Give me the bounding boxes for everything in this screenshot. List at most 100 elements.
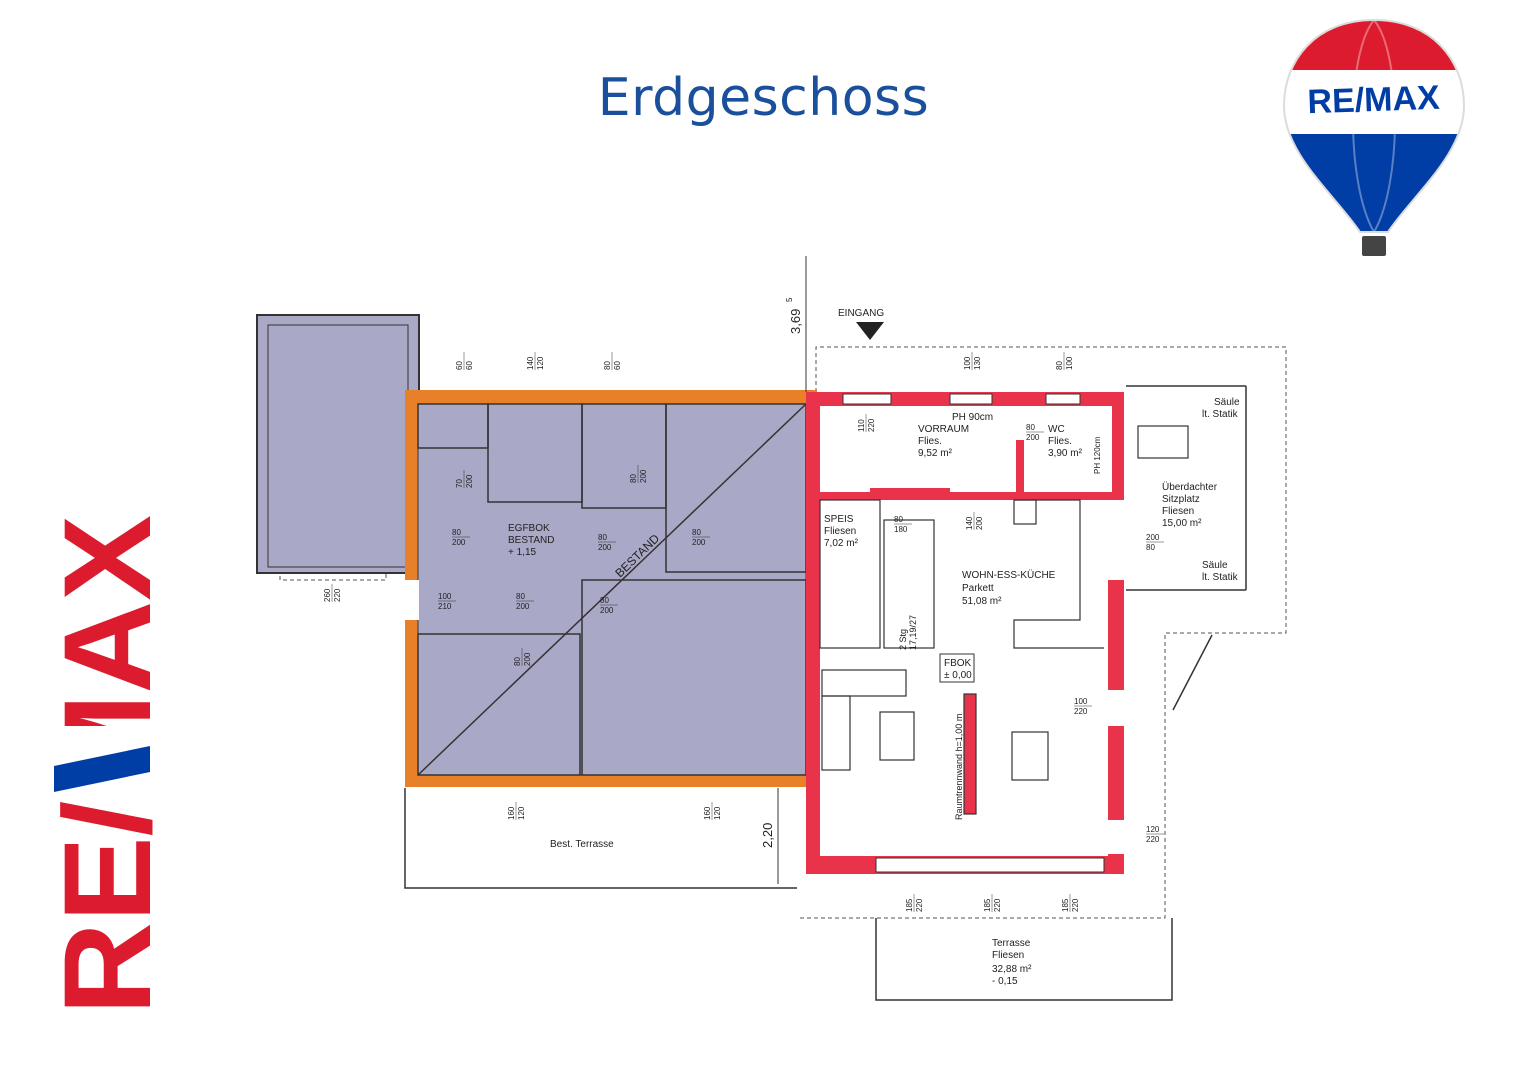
speis-area: 7,02 m² — [824, 538, 859, 549]
terrasse-floor: Fliesen — [992, 950, 1024, 961]
sitzplatz-floor: Fliesen — [1162, 506, 1194, 517]
entrance-arrow-icon — [856, 322, 884, 340]
raumtrennwand-note: Raumtrennwand h=1,00 m — [954, 714, 964, 820]
best-terrasse-name: Best. Terrasse — [550, 839, 614, 850]
opening-dimension-value: 260 — [323, 588, 332, 602]
egfbok-line1: EGFBOK — [508, 523, 550, 534]
dimension-lines — [777, 256, 807, 884]
egfbok-line2: BESTAND — [508, 535, 555, 546]
ph90-note: PH 90cm — [952, 412, 993, 423]
opening-dimension-value: 220 — [1071, 898, 1080, 912]
opening-dimension-value: 200 — [598, 543, 612, 552]
opening-dimension-value: 100 — [963, 356, 972, 370]
opening-dimension-value: 80 — [452, 528, 461, 537]
opening-dimension-value: 200 — [600, 606, 614, 615]
opening-dimension-value: 220 — [915, 898, 924, 912]
opening-dimension-value: 100 — [438, 592, 452, 601]
wohn-name: WOHN-ESS-KÜCHE — [962, 569, 1056, 581]
ph120-note: PH 120cm — [1093, 436, 1102, 474]
opening-dimension-value: 60 — [465, 361, 474, 370]
vorraum-area: 9,52 m² — [918, 448, 953, 459]
opening-dimension-value: 200 — [523, 652, 532, 666]
opening-dimension-value: 120 — [713, 806, 722, 820]
opening-dimension-value: 220 — [867, 418, 876, 432]
saeule-bottom-2: lt. Statik — [1202, 572, 1239, 583]
opening-dimension-value: 100 — [1065, 356, 1074, 370]
opening-dimension-value: 120 — [536, 356, 545, 370]
opening-dimension-value: 120 — [517, 806, 526, 820]
terrace-outlines — [404, 385, 1247, 1001]
opening-dimension-value: 80 — [1146, 543, 1155, 552]
vorraum-name: VORRAUM — [918, 424, 969, 435]
balloon-brand-text: RE/MAX — [1307, 79, 1441, 122]
opening-dimension-value: 80 — [1026, 423, 1035, 432]
terrasse-level: - 0,15 — [992, 976, 1018, 987]
vorraum-floor: Flies. — [918, 436, 942, 447]
sitzplatz-1: Überdachter — [1162, 481, 1218, 493]
opening-dimension-value: 160 — [703, 806, 712, 820]
wohn-floor: Parkett — [962, 583, 994, 594]
opening-dimension-value: 80 — [516, 592, 525, 601]
egfbok-line3: + 1,15 — [508, 547, 537, 558]
fbok-line1: FBOK — [944, 658, 972, 669]
opening-dimension-value: 200 — [639, 469, 648, 483]
terrasse-name: Terrasse — [992, 938, 1031, 949]
opening-dimension-value: 200 — [465, 474, 474, 488]
opening-dimension-value: 80 — [600, 596, 609, 605]
opening-dimension-value: 140 — [965, 516, 974, 530]
opening-dimension-value: 80 — [603, 361, 612, 370]
opening-dimension-value: 80 — [894, 515, 903, 524]
speis-floor: Fliesen — [824, 526, 856, 537]
opening-dimension-value: 200 — [1026, 433, 1040, 442]
opening-dimension-value: 220 — [333, 588, 342, 602]
opening-dimension-value: 80 — [1055, 361, 1064, 370]
opening-dimension-value: 200 — [692, 538, 706, 547]
floor-plan: EINGANG BESTAND 3,69 5 2,20 EGFBOK BESTA… — [256, 256, 1287, 1001]
opening-dimension-value: 185 — [1061, 898, 1070, 912]
remax-vertical-logo: RE/MAX — [52, 515, 162, 1015]
opening-dimension-value: 80 — [629, 474, 638, 483]
opening-dimension-value: 120 — [1146, 825, 1160, 834]
existing-building — [256, 314, 817, 787]
opening-dimension-value: 220 — [1074, 707, 1088, 716]
opening-dimension-value: 110 — [857, 419, 866, 432]
opening-dimension-value: 210 — [438, 602, 452, 611]
wc-floor: Flies. — [1048, 436, 1072, 447]
sitzplatz-area: 15,00 m² — [1162, 518, 1202, 529]
opening-dimension-value: 180 — [894, 525, 908, 534]
opening-dimension-value: 60 — [455, 361, 464, 370]
opening-dimension-value: 140 — [526, 356, 535, 370]
opening-dimension-value: 70 — [455, 479, 464, 488]
bottom-height-dim: 2,20 — [760, 823, 775, 848]
opening-dimension-value: 130 — [973, 356, 982, 370]
opening-dimension-value: 185 — [905, 898, 914, 912]
new-building-walls — [806, 392, 1189, 874]
saeule-top-1: Säule — [1214, 397, 1240, 408]
opening-dimension-value: 80 — [598, 533, 607, 542]
stair-dim: 17,19/27 — [908, 615, 918, 650]
plan-labels: EINGANG BESTAND 3,69 5 2,20 EGFBOK BESTA… — [508, 297, 1240, 987]
opening-dimension-value: 100 — [1074, 697, 1088, 706]
opening-dimension-value: 185 — [983, 898, 992, 912]
